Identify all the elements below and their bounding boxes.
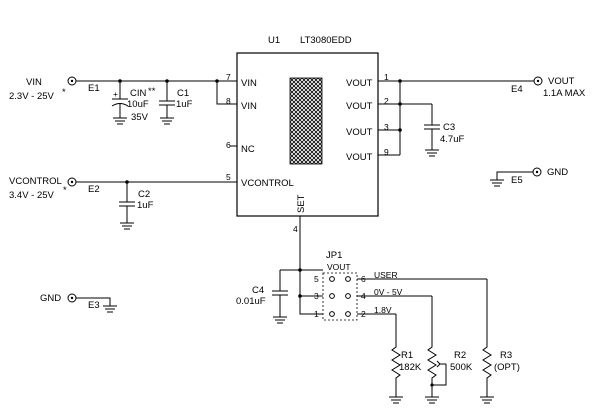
pin-number-1: 1 (384, 72, 389, 82)
jp1-pin-5: 5 (314, 274, 319, 284)
capacitor-c3: C3 4.7uF (424, 104, 464, 157)
vin-note: * (62, 87, 66, 98)
pin-number-4: 4 (293, 224, 298, 234)
jp1-label: VOUT (327, 262, 351, 272)
jp1-pin-1: 1 (314, 309, 319, 319)
pin-label-vout-3: VOUT (346, 127, 373, 138)
pin-label-nc: NC (241, 144, 255, 155)
c4-ref: C4 (252, 285, 264, 296)
ground-symbol (490, 179, 504, 187)
ground-symbol (425, 149, 439, 157)
ground-symbol (425, 396, 439, 404)
vin-label: VIN (26, 77, 42, 88)
pin-number-5: 5 (226, 172, 231, 182)
pin-label-vout-4: VOUT (346, 152, 373, 163)
jp1-pin-3: 3 (314, 291, 319, 301)
capacitor-c1: C1 1uF (159, 81, 193, 125)
pin-number-6: 6 (226, 140, 231, 150)
e3-ref: E3 (88, 300, 100, 311)
vcontrol-net: VCONTROL 3.4V - 25V * E2 (9, 176, 237, 201)
resistor-r3: R3 (OPT) (480, 279, 520, 404)
c3-value: 4.7uF (440, 134, 464, 145)
gnd-left-terminal: GND E3 (40, 293, 117, 313)
jp1-option-fixed: 1.8V (374, 305, 392, 315)
vcontrol-note: * (63, 185, 67, 196)
jp1-option-user: USER (374, 270, 398, 280)
c1-value: 1uF (176, 99, 193, 110)
pin-label-vout-2: VOUT (346, 101, 373, 112)
c2-ref: C2 (138, 189, 150, 200)
c4-value: 0.01uF (236, 296, 266, 307)
ground-symbol (480, 396, 494, 404)
resistor-r1: R1 182K (389, 314, 422, 404)
vout-max: 1.1A MAX (543, 88, 586, 99)
cin-value: 10uF (127, 99, 149, 110)
jumper-jp1: JP1 VOUT 5 3 1 6 4 2 USER 0V - 5V 1.8V (314, 250, 487, 321)
terminal-e4 (533, 76, 543, 86)
ic-ref: U1 (268, 35, 280, 46)
vin-range: 2.3V - 25V (9, 91, 55, 102)
cin-note: ** (148, 86, 156, 97)
jp1-ref: JP1 (326, 250, 342, 261)
pin-number-8: 8 (226, 96, 231, 106)
pin-label-set: SET (296, 194, 307, 213)
c2-value: 1uF (137, 200, 154, 211)
ground-symbol (113, 117, 127, 125)
vout-net: VOUT 1.1A MAX E4 (378, 76, 586, 156)
cin-ref: CIN (130, 88, 147, 99)
exposed-pad (289, 77, 323, 165)
r2-ref: R2 (454, 350, 466, 361)
pin-number-9: 9 (384, 147, 389, 157)
pin-label-vin-2: VIN (241, 101, 257, 112)
cin-polarity: + (113, 89, 118, 99)
jp1-option-range: 0V - 5V (374, 287, 403, 297)
vcontrol-range: 3.4V - 25V (9, 190, 55, 201)
ground-symbol (389, 396, 403, 404)
r2-value: 500K (450, 362, 473, 373)
vin-net: VIN 2.3V - 25V * E1 (9, 76, 237, 105)
vcontrol-label: VCONTROL (9, 176, 62, 187)
r1-ref: R1 (401, 350, 413, 361)
pin-number-3: 3 (384, 122, 389, 132)
gnd-right-terminal: GND E5 (490, 167, 568, 187)
resistor-r2: R2 500K (425, 296, 473, 404)
capacitor-c4: C4 0.01uF (236, 285, 288, 324)
r3-value: (OPT) (494, 362, 520, 373)
set-net (279, 216, 323, 315)
r3-ref: R3 (500, 350, 512, 361)
e5-ref: E5 (511, 175, 523, 186)
pin-label-vin-1: VIN (241, 78, 257, 89)
ic-u1: U1 LT3080EDD VIN VIN NC VCONTROL VOUT VO… (226, 35, 389, 234)
ic-part-number: LT3080EDD (300, 35, 352, 46)
c1-ref: C1 (177, 88, 189, 99)
pin-number-7: 7 (226, 72, 231, 82)
r1-value: 182K (399, 362, 422, 373)
c3-ref: C3 (443, 122, 455, 133)
ground-symbol (273, 316, 287, 324)
pin-label-vout-1: VOUT (346, 78, 373, 89)
gnd-right-label: GND (547, 167, 568, 178)
capacitor-c2: C2 1uF (119, 182, 154, 230)
pin-label-vcontrol: VCONTROL (241, 178, 294, 189)
e4-ref: E4 (511, 84, 523, 95)
vout-label: VOUT (548, 76, 575, 87)
ground-symbol (103, 305, 117, 313)
e1-ref: E1 (88, 83, 100, 94)
pin-number-2: 2 (384, 96, 389, 106)
gnd-left-label: GND (40, 293, 61, 304)
e2-ref: E2 (88, 184, 100, 195)
capacitor-cin: + CIN ** 10uF 35V (111, 81, 156, 125)
ground-symbol (120, 222, 134, 230)
cin-voltage: 35V (131, 112, 149, 123)
ground-symbol (160, 117, 174, 125)
